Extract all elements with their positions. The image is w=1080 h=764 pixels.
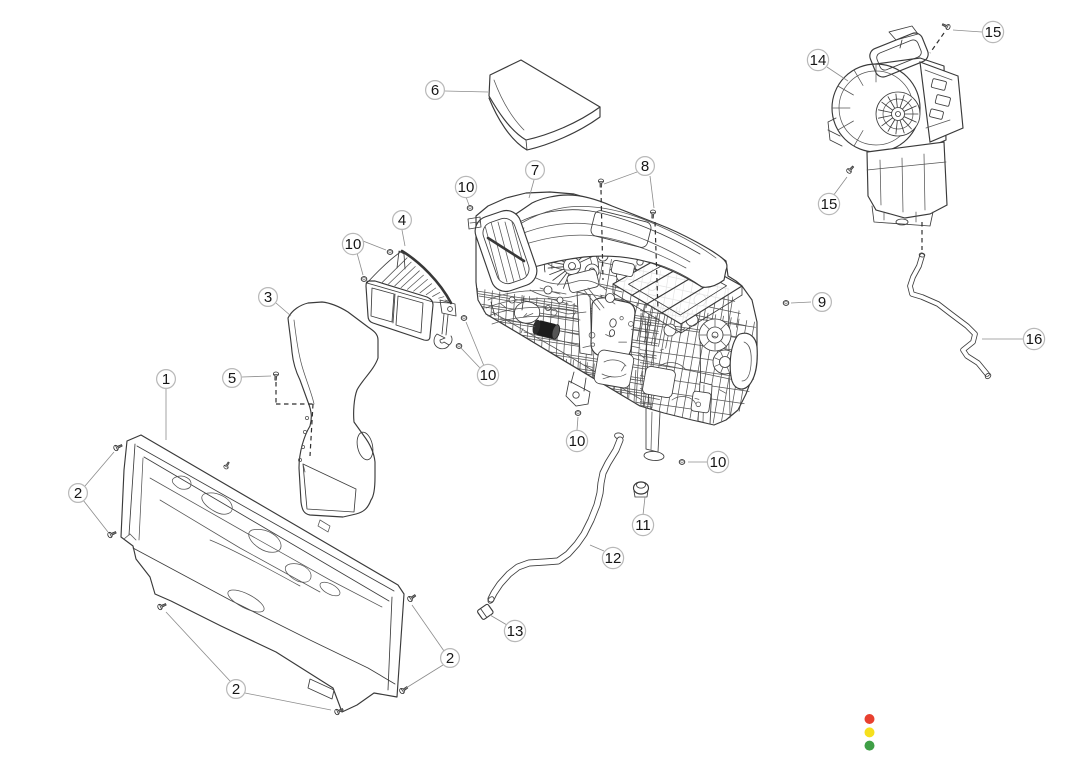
svg-text:1: 1 xyxy=(162,371,170,388)
svg-text:11: 11 xyxy=(635,517,651,534)
svg-text:13: 13 xyxy=(507,623,524,640)
svg-text:10: 10 xyxy=(569,433,586,450)
svg-text:2: 2 xyxy=(446,650,454,667)
svg-text:12: 12 xyxy=(605,550,622,567)
svg-text:10: 10 xyxy=(345,236,362,253)
svg-text:10: 10 xyxy=(480,367,497,384)
svg-text:2: 2 xyxy=(232,681,240,698)
svg-text:16: 16 xyxy=(1026,331,1043,348)
svg-text:3: 3 xyxy=(264,289,272,306)
svg-text:10: 10 xyxy=(458,179,475,196)
svg-text:6: 6 xyxy=(431,82,439,99)
svg-text:10: 10 xyxy=(710,454,727,471)
svg-text:5: 5 xyxy=(228,370,236,387)
svg-text:15: 15 xyxy=(821,196,838,213)
svg-text:7: 7 xyxy=(531,162,539,179)
svg-text:9: 9 xyxy=(818,294,826,311)
svg-text:14: 14 xyxy=(810,52,827,69)
svg-text:2: 2 xyxy=(74,485,82,502)
svg-text:15: 15 xyxy=(985,24,1002,41)
svg-text:4: 4 xyxy=(398,212,406,229)
svg-text:8: 8 xyxy=(641,158,649,175)
